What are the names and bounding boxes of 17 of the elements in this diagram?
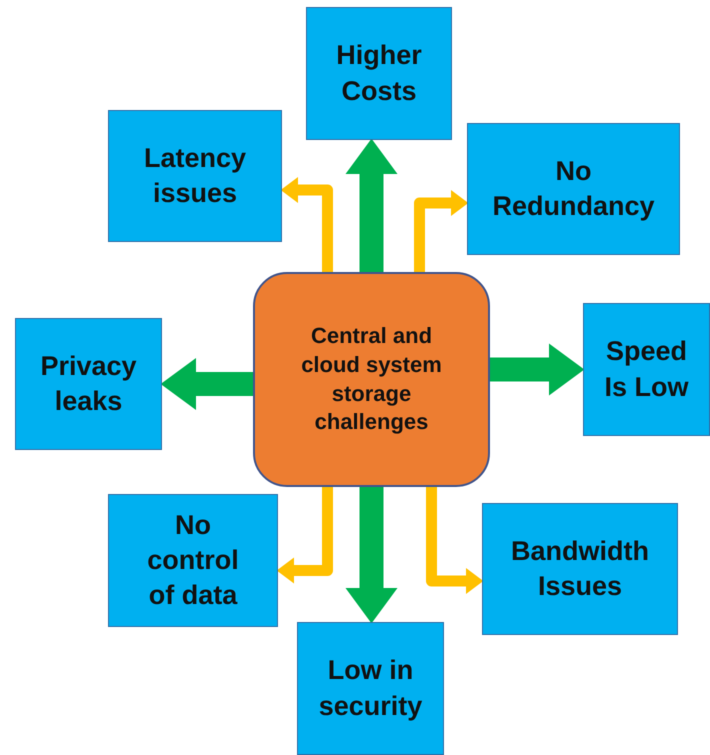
arrow xyxy=(160,358,253,410)
challenge-box: Bandwidth Issues xyxy=(482,503,678,635)
arrow xyxy=(426,487,484,594)
arrow xyxy=(276,487,333,584)
challenge-box: Higher Costs xyxy=(306,7,452,140)
challenge-box: Low in security xyxy=(297,622,444,755)
arrow xyxy=(280,177,333,272)
challenge-box: No Redundancy xyxy=(467,123,680,255)
challenge-box: Latency issues xyxy=(108,110,282,242)
challenge-box: Privacy leaks xyxy=(15,318,162,450)
arrow xyxy=(346,138,398,272)
arrow xyxy=(346,487,398,624)
challenge-box: No control of data xyxy=(108,494,278,627)
central-box: Central and cloud system storage challenges xyxy=(253,272,490,487)
arrow xyxy=(490,344,584,396)
arrow xyxy=(414,190,468,272)
challenge-box: Speed Is Low xyxy=(583,303,710,436)
